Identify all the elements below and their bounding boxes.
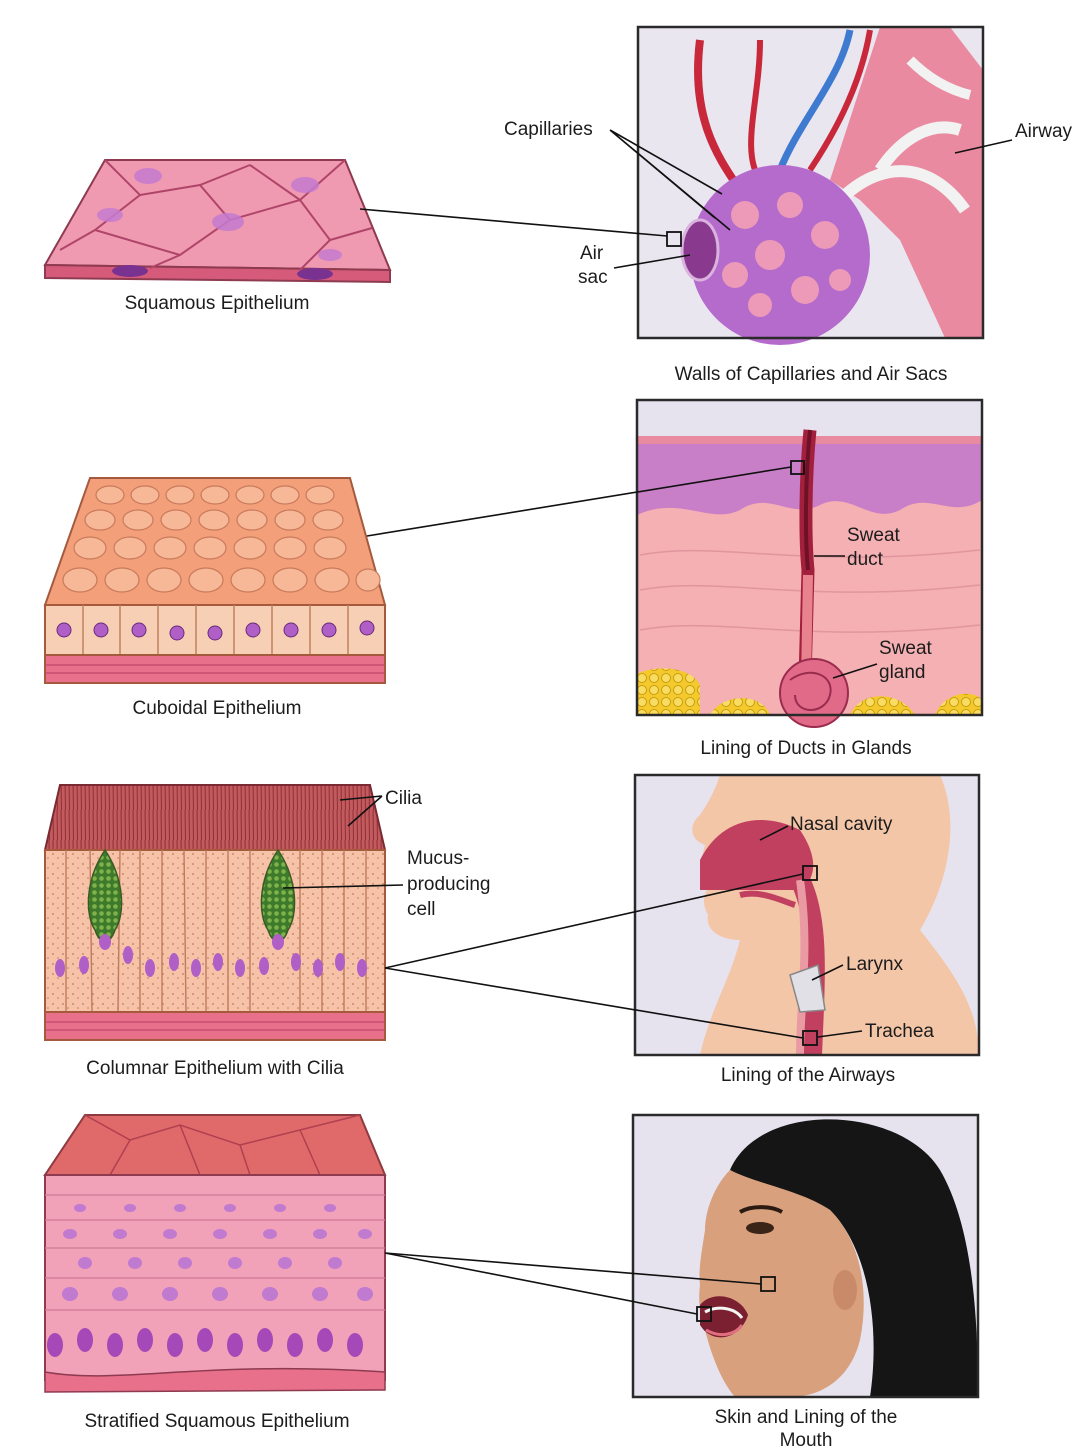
label-sweat-gland-1: Sweat (879, 638, 933, 659)
capillaries-air-sacs-panel (638, 27, 983, 345)
leader-line (817, 1030, 863, 1038)
airways-panel (635, 775, 979, 1056)
label-sweat-duct-1: Sweat (847, 525, 901, 546)
leader-line (366, 466, 792, 537)
columnar-epithelium-illustration (43, 784, 387, 1041)
zoom-marker (666, 231, 682, 247)
leader-line (282, 884, 404, 889)
label-larynx: Larynx (846, 954, 904, 975)
leader-line (384, 1252, 762, 1285)
squamous-epithelium-illustration (43, 159, 392, 284)
stratified-caption: Stratified Squamous Epithelium (84, 1411, 349, 1432)
panel-frame (631, 1113, 980, 1399)
leader-line (339, 795, 383, 827)
cuboidal-caption: Cuboidal Epithelium (133, 698, 302, 719)
label-air-sac-1: Air (580, 243, 604, 264)
ducts-caption: Lining of Ducts in Glands (700, 738, 911, 759)
panel-frame (633, 773, 981, 1057)
label-sweat-duct-2: duct (847, 549, 884, 570)
leader-line (609, 129, 731, 231)
leader-line (613, 254, 691, 269)
panel-frame (635, 398, 984, 717)
skin-mouth-caption-line2: Mouth (780, 1430, 833, 1451)
label-capillaries: Capillaries (504, 119, 593, 140)
leader-line (384, 873, 804, 969)
leader-line (811, 964, 844, 981)
cuboidal-epithelium-illustration (43, 477, 387, 684)
leader-line (384, 1252, 698, 1315)
label-cilia: Cilia (385, 788, 422, 809)
squamous-caption: Squamous Epithelium (125, 293, 310, 314)
leader-line (384, 967, 804, 1039)
columnar-caption: Columnar Epithelium with Cilia (86, 1058, 344, 1079)
airways-caption: Lining of the Airways (721, 1065, 895, 1086)
label-sweat-gland-2: gland (879, 662, 926, 683)
label-mucus-1: Mucus- (407, 848, 469, 869)
panel-frame (636, 25, 985, 340)
label-airway: Airway (1015, 121, 1073, 142)
skin-mouth-caption-line1: Skin and Lining of the (715, 1407, 898, 1428)
label-air-sac-2: sac (578, 267, 608, 288)
leader-line (832, 663, 878, 679)
ducts-in-glands-panel (636, 400, 982, 728)
leader-line (759, 825, 789, 841)
capillaries-caption: Walls of Capillaries and Air Sacs (675, 364, 948, 385)
label-trachea: Trachea (865, 1021, 934, 1042)
label-mucus-2: producing (407, 874, 490, 895)
skin-and-mouth-panel (633, 1115, 978, 1397)
label-nasal-cavity: Nasal cavity (790, 814, 893, 835)
leader-line (954, 139, 1013, 154)
zoom-marker (802, 865, 818, 881)
stratified-squamous-illustration (43, 1114, 387, 1393)
leader-line (359, 208, 668, 237)
label-mucus-3: cell (407, 899, 436, 920)
